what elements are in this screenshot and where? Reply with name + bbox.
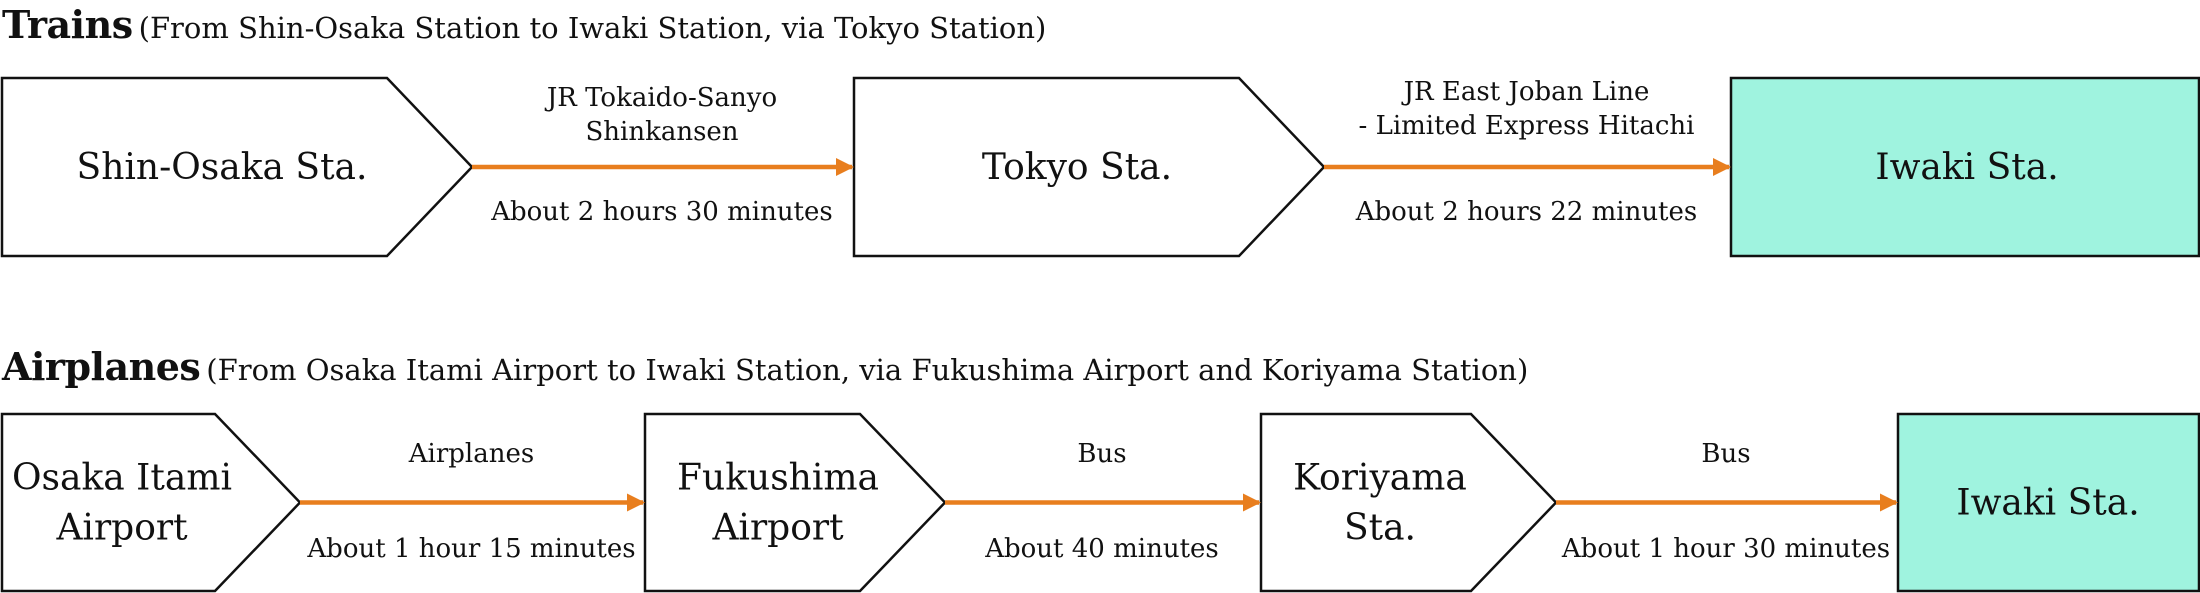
trains-heading: Trains(From Shin-Osaka Station to Iwaki … bbox=[2, 2, 1046, 47]
airplanes-title: Airplanes bbox=[2, 344, 201, 389]
node-label: Osaka Itami bbox=[12, 458, 232, 499]
node-label: Shin-Osaka Sta. bbox=[77, 147, 368, 188]
node-label: Iwaki Sta. bbox=[1956, 483, 2139, 524]
route-label: Airplanes bbox=[408, 439, 534, 469]
station-node bbox=[1259, 412, 1558, 593]
airplanes-subtitle: (From Osaka Itami Airport to Iwaki Stati… bbox=[206, 353, 1529, 387]
duration-label: About 40 minutes bbox=[984, 534, 1219, 564]
node-label: Fukushima bbox=[677, 458, 879, 499]
destination-node bbox=[1729, 76, 2200, 258]
route-label: JR Tokaido-Sanyo bbox=[544, 83, 777, 113]
duration-label: About 2 hours 22 minutes bbox=[1355, 197, 1698, 227]
route-label: JR East Joban Line bbox=[1401, 77, 1650, 107]
route-label: - Limited Express Hitachi bbox=[1359, 111, 1695, 141]
route-label: Shinkansen bbox=[585, 117, 738, 147]
route-label: Bus bbox=[1077, 439, 1126, 469]
node-label: Tokyo Sta. bbox=[982, 147, 1172, 188]
node-label: Sta. bbox=[1344, 508, 1416, 549]
node-label: Koriyama bbox=[1293, 458, 1467, 499]
node-label: Airport bbox=[55, 508, 188, 549]
trains-title: Trains bbox=[2, 2, 133, 47]
node-label: Iwaki Sta. bbox=[1875, 147, 2058, 188]
trains-flow: Shin-Osaka Sta. Tokyo Sta. Iwaki Sta. JR To… bbox=[0, 76, 2200, 258]
node-label: Airport bbox=[711, 508, 844, 549]
duration-label: About 1 hour 30 minutes bbox=[1561, 534, 1890, 564]
airplanes-heading: Airplanes(From Osaka Itami Airport to Iw… bbox=[2, 344, 1528, 389]
destination-node bbox=[1896, 412, 2200, 593]
station-node bbox=[0, 76, 474, 258]
duration-label: About 2 hours 30 minutes bbox=[490, 197, 833, 227]
station-node bbox=[0, 412, 302, 593]
duration-label: About 1 hour 15 minutes bbox=[306, 534, 635, 564]
station-node bbox=[852, 76, 1326, 258]
station-node bbox=[643, 412, 947, 593]
route-label: Bus bbox=[1701, 439, 1750, 469]
trains-subtitle: (From Shin-Osaka Station to Iwaki Statio… bbox=[138, 11, 1047, 45]
